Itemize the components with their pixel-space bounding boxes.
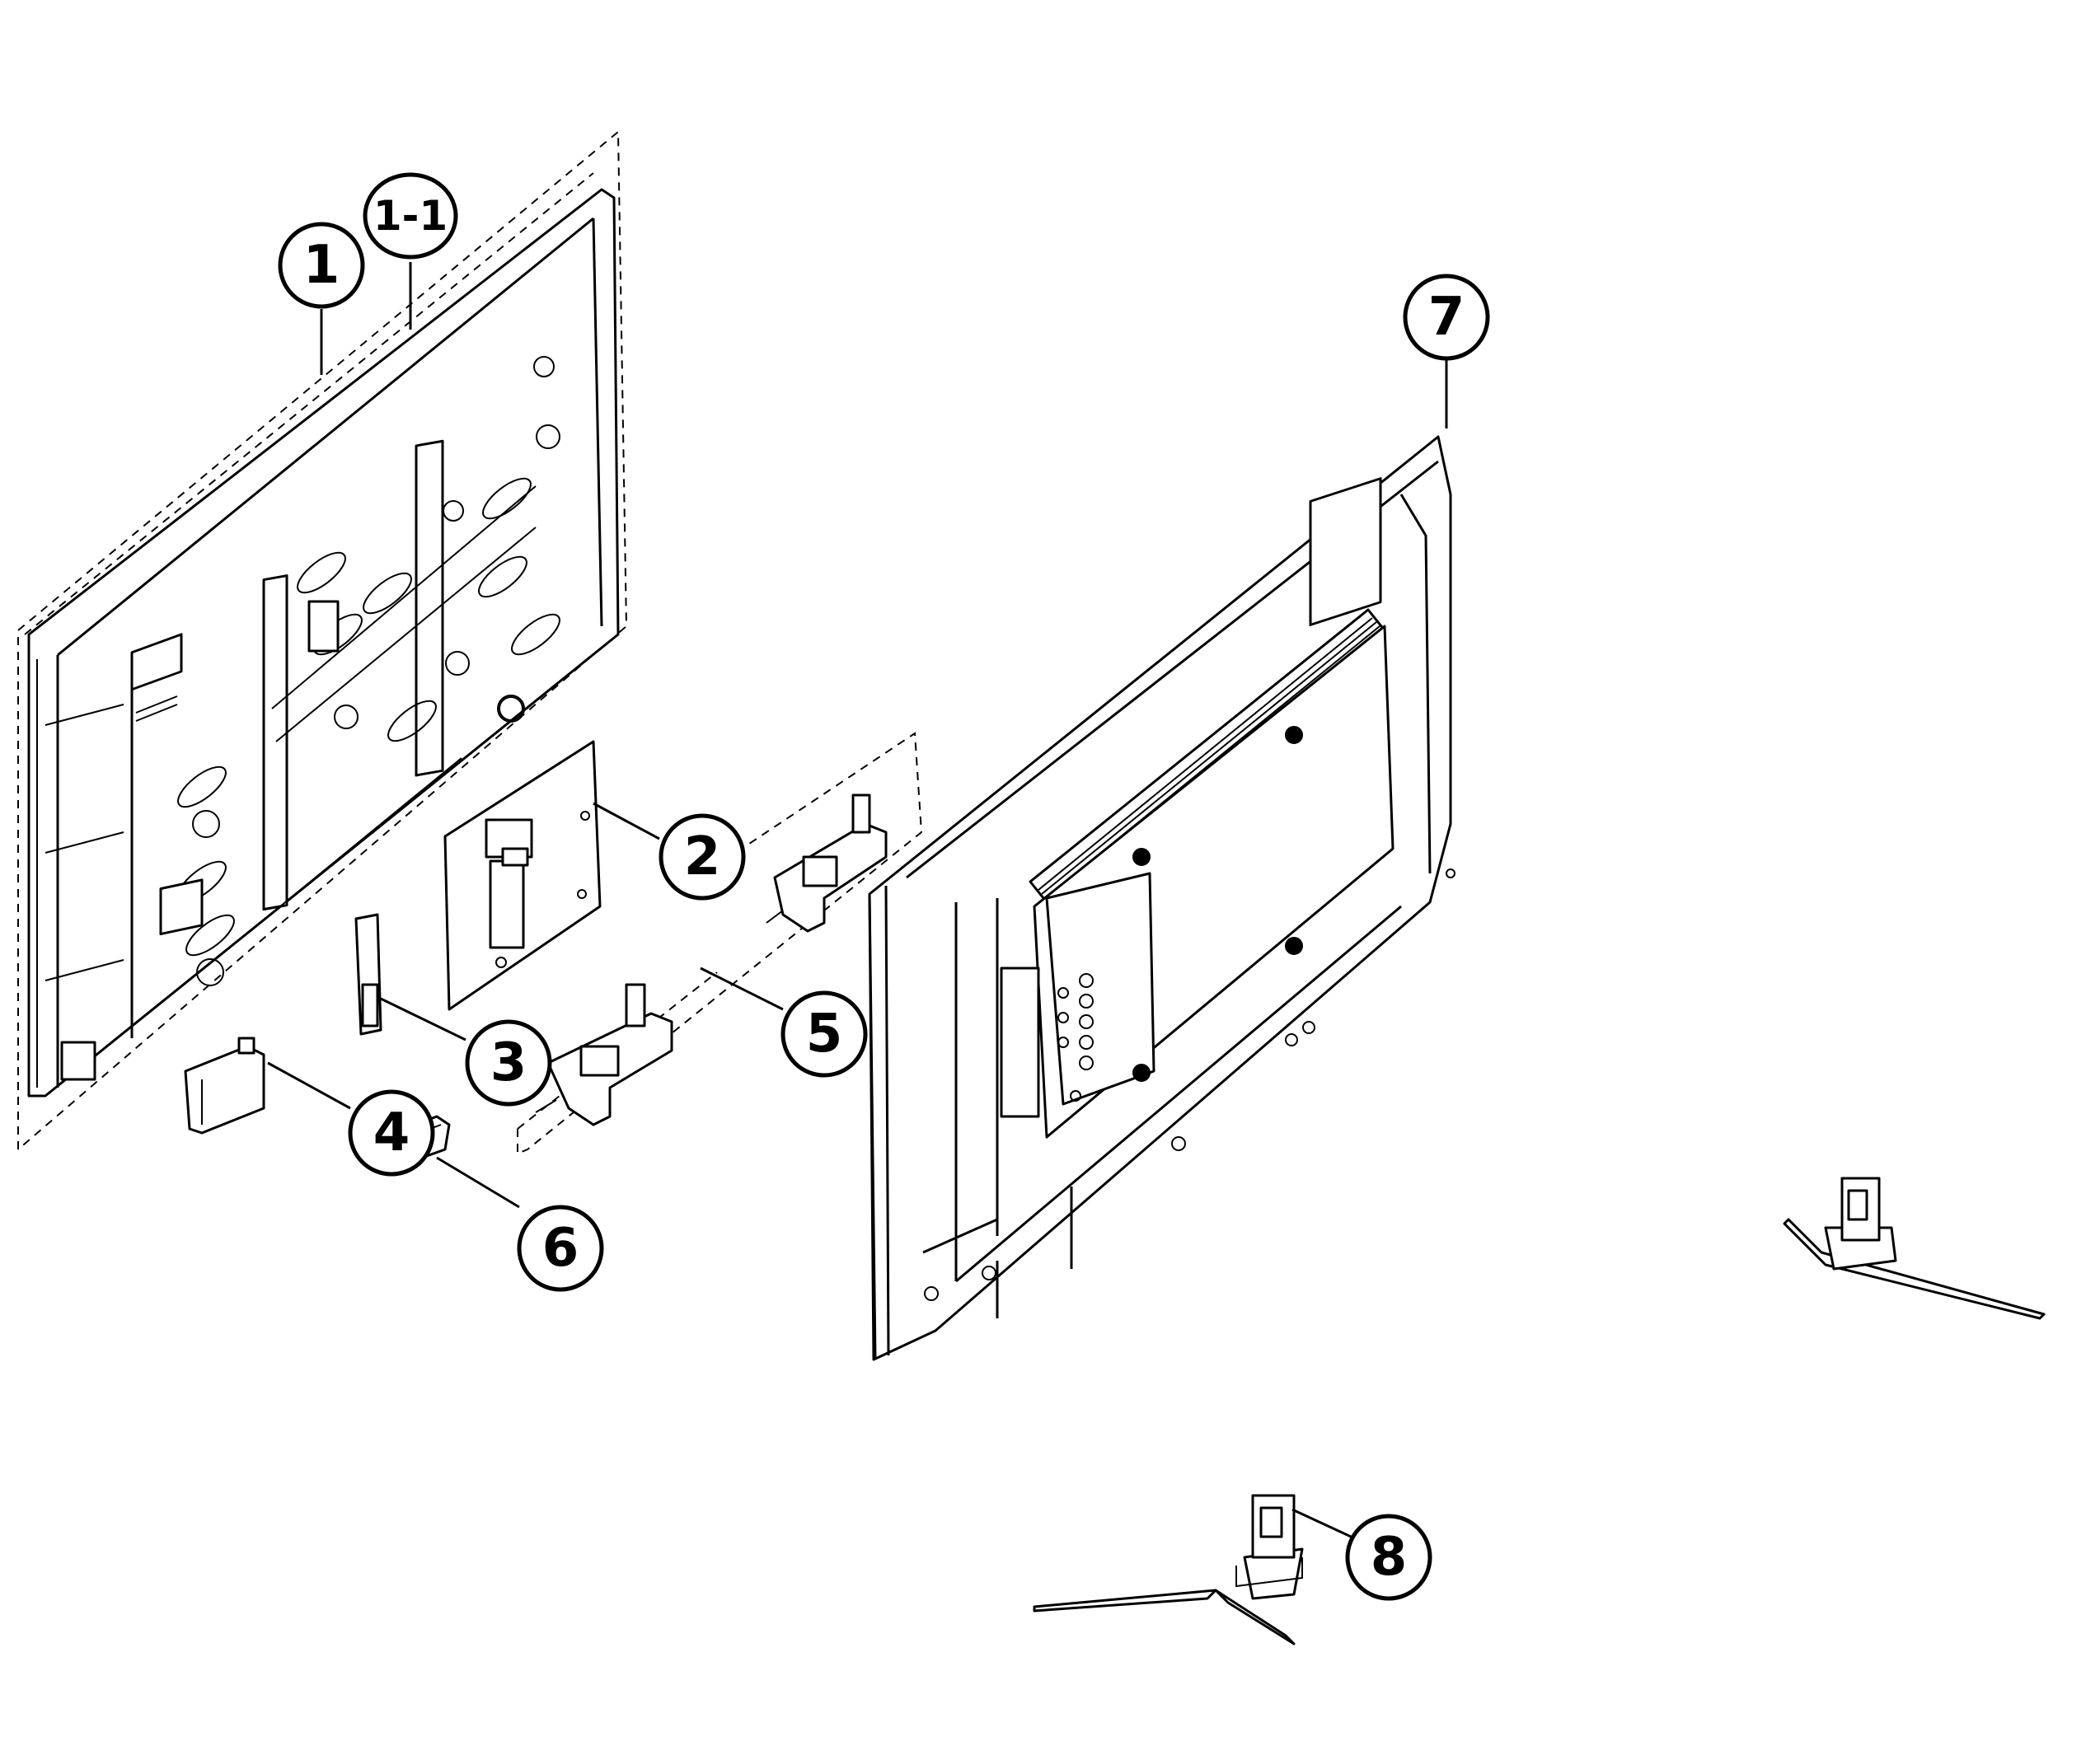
callout-5: 5 — [780, 990, 868, 1078]
screw-hole — [1285, 937, 1303, 955]
rear-cover-part-7 — [868, 435, 1455, 1361]
holder-group-part-5 — [517, 732, 923, 1155]
callout-label-6: 6 — [542, 1218, 579, 1279]
callout-label-3: 3 — [490, 1032, 527, 1093]
screw-hole — [1132, 848, 1151, 866]
callout-label-1: 1 — [303, 235, 340, 296]
leader-2 — [593, 802, 660, 840]
leader-4 — [267, 1061, 351, 1110]
leader-6 — [436, 1156, 520, 1209]
main-board-part-2 — [443, 740, 602, 1011]
callout-1: 1 — [278, 222, 365, 309]
screw-hole — [1285, 726, 1303, 744]
callout-6: 6 — [517, 1205, 604, 1292]
callout-8: 8 — [1345, 1514, 1432, 1601]
leader-8 — [1291, 1508, 1361, 1542]
leader-5 — [700, 967, 784, 1011]
callout-label-1-1: 1-1 — [373, 192, 448, 240]
control-buttons — [1000, 967, 1094, 1118]
callout-4: 4 — [348, 1089, 435, 1177]
callout-label-8: 8 — [1371, 1527, 1408, 1588]
callout-label-4: 4 — [373, 1102, 410, 1163]
leader-3 — [380, 997, 466, 1041]
screw-hole — [1132, 1064, 1151, 1082]
callout-label-7: 7 — [1428, 287, 1465, 348]
bracket-part-3 — [354, 913, 382, 1036]
stand-part-8-side — [1783, 1177, 2046, 1320]
callout-7: 7 — [1403, 274, 1490, 361]
callout-1-1: 1-1 — [363, 172, 458, 260]
callout-label-5: 5 — [806, 1004, 843, 1065]
callout-label-2: 2 — [684, 826, 721, 887]
panel-assembly-part-1 — [17, 129, 628, 1150]
stand-part-8-front — [1033, 1494, 1304, 1645]
panel-slots — [177, 356, 560, 986]
clip-part-4 — [184, 1037, 265, 1135]
callout-2: 2 — [659, 813, 746, 901]
callout-3: 3 — [465, 1019, 552, 1107]
